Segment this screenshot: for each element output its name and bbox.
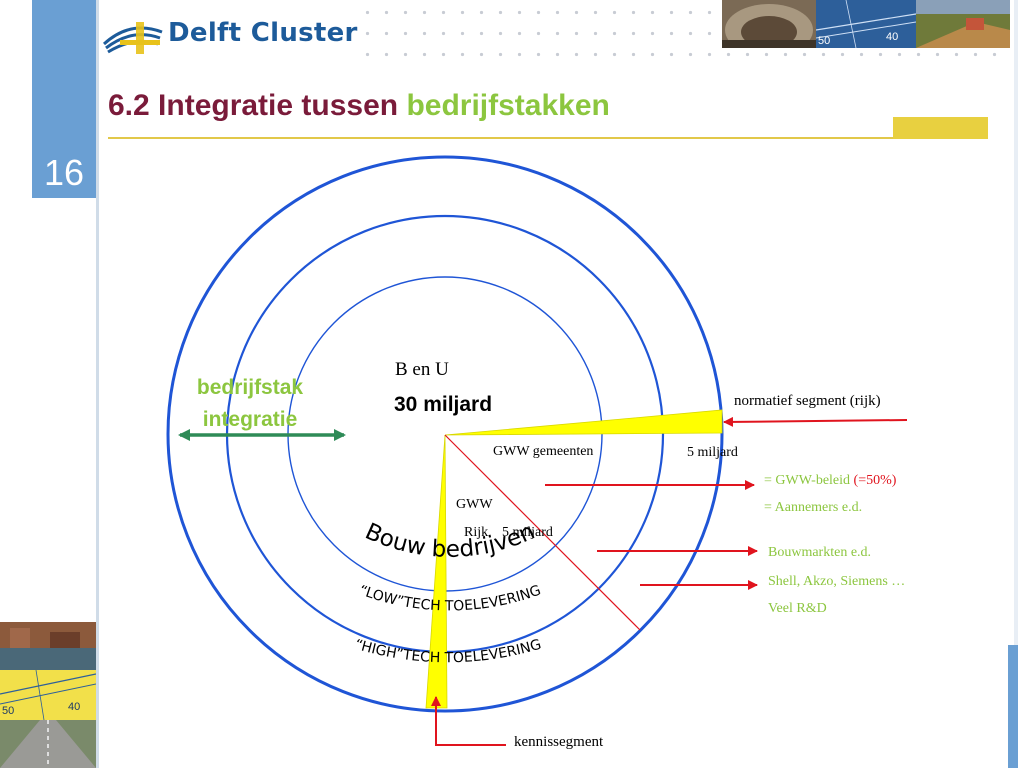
integration-label-line2: integratie bbox=[202, 408, 298, 431]
harbour-photo bbox=[0, 622, 96, 670]
integration-label: bedrijfstak integratie bbox=[172, 372, 328, 436]
kennissegment-label: kennissegment bbox=[514, 734, 604, 750]
logo-text: Delft Cluster bbox=[168, 18, 358, 48]
gww-beleid-label: = GWW-beleid (=50%) bbox=[764, 473, 896, 489]
gww-beleid-text: = GWW-beleid bbox=[764, 473, 854, 488]
kennis-segment bbox=[425, 434, 448, 709]
ring-label-low: “LOW”TECH TOELEVERING bbox=[357, 582, 543, 614]
title-highlight: bedrijfstakken bbox=[406, 89, 610, 122]
title-underline bbox=[108, 137, 988, 139]
bottom-photo-number-40: 40 bbox=[68, 701, 80, 713]
aannemers-label: = Aannemers e.d. bbox=[764, 500, 863, 515]
veel-rd-label: Veel R&D bbox=[768, 601, 827, 616]
center-amount: 30 miljard bbox=[394, 393, 493, 416]
gww-rijk-divider bbox=[444, 434, 641, 631]
rijk-label: Rijk bbox=[464, 525, 489, 540]
right-divider bbox=[1014, 0, 1018, 768]
normatief-arrow bbox=[723, 416, 908, 427]
photo-number-40: 40 bbox=[886, 31, 898, 43]
normatief-label: normatief segment (rijk) bbox=[734, 393, 881, 409]
outer-circle bbox=[166, 155, 724, 713]
kennis-arrow bbox=[431, 696, 506, 746]
landscape-photo bbox=[916, 0, 1010, 48]
title-main: 6.2 Integratie tussen bbox=[108, 89, 407, 122]
bottom-photo-number-50: 50 bbox=[2, 705, 14, 717]
delft-cluster-logo-icon bbox=[102, 22, 163, 54]
slide-number: 16 bbox=[43, 152, 85, 193]
left-accent-bar bbox=[32, 0, 96, 198]
tunnel-photo bbox=[722, 0, 816, 48]
gww-label: GWW bbox=[456, 497, 493, 512]
gww-beleid-pct: (=50%) bbox=[853, 473, 897, 488]
blueprint-photo: 50 40 bbox=[816, 0, 916, 48]
bottom-blueprint-photo: 50 40 bbox=[0, 670, 96, 720]
left-divider bbox=[96, 0, 99, 768]
center-title: B en U bbox=[395, 359, 449, 380]
highway-photo bbox=[0, 720, 96, 768]
title-accent-block bbox=[893, 117, 988, 139]
five-miljard-label-b: 5 miljard bbox=[502, 525, 553, 540]
five-miljard-label-a: 5 miljard bbox=[687, 445, 738, 460]
shell-label: Shell, Akzo, Siemens … bbox=[768, 574, 906, 589]
integration-label-line1: bedrijfstak bbox=[196, 376, 304, 399]
bouwmarkten-label: Bouwmarkten e.d. bbox=[768, 545, 872, 560]
photo-number-50: 50 bbox=[818, 35, 830, 47]
normatief-segment bbox=[444, 409, 723, 436]
right-accent-bar bbox=[1008, 645, 1018, 768]
gww-gemeenten-label: GWW gemeenten bbox=[493, 444, 594, 459]
page-title: 6.2 Integratie tussen bedrijfstakken bbox=[108, 89, 610, 123]
